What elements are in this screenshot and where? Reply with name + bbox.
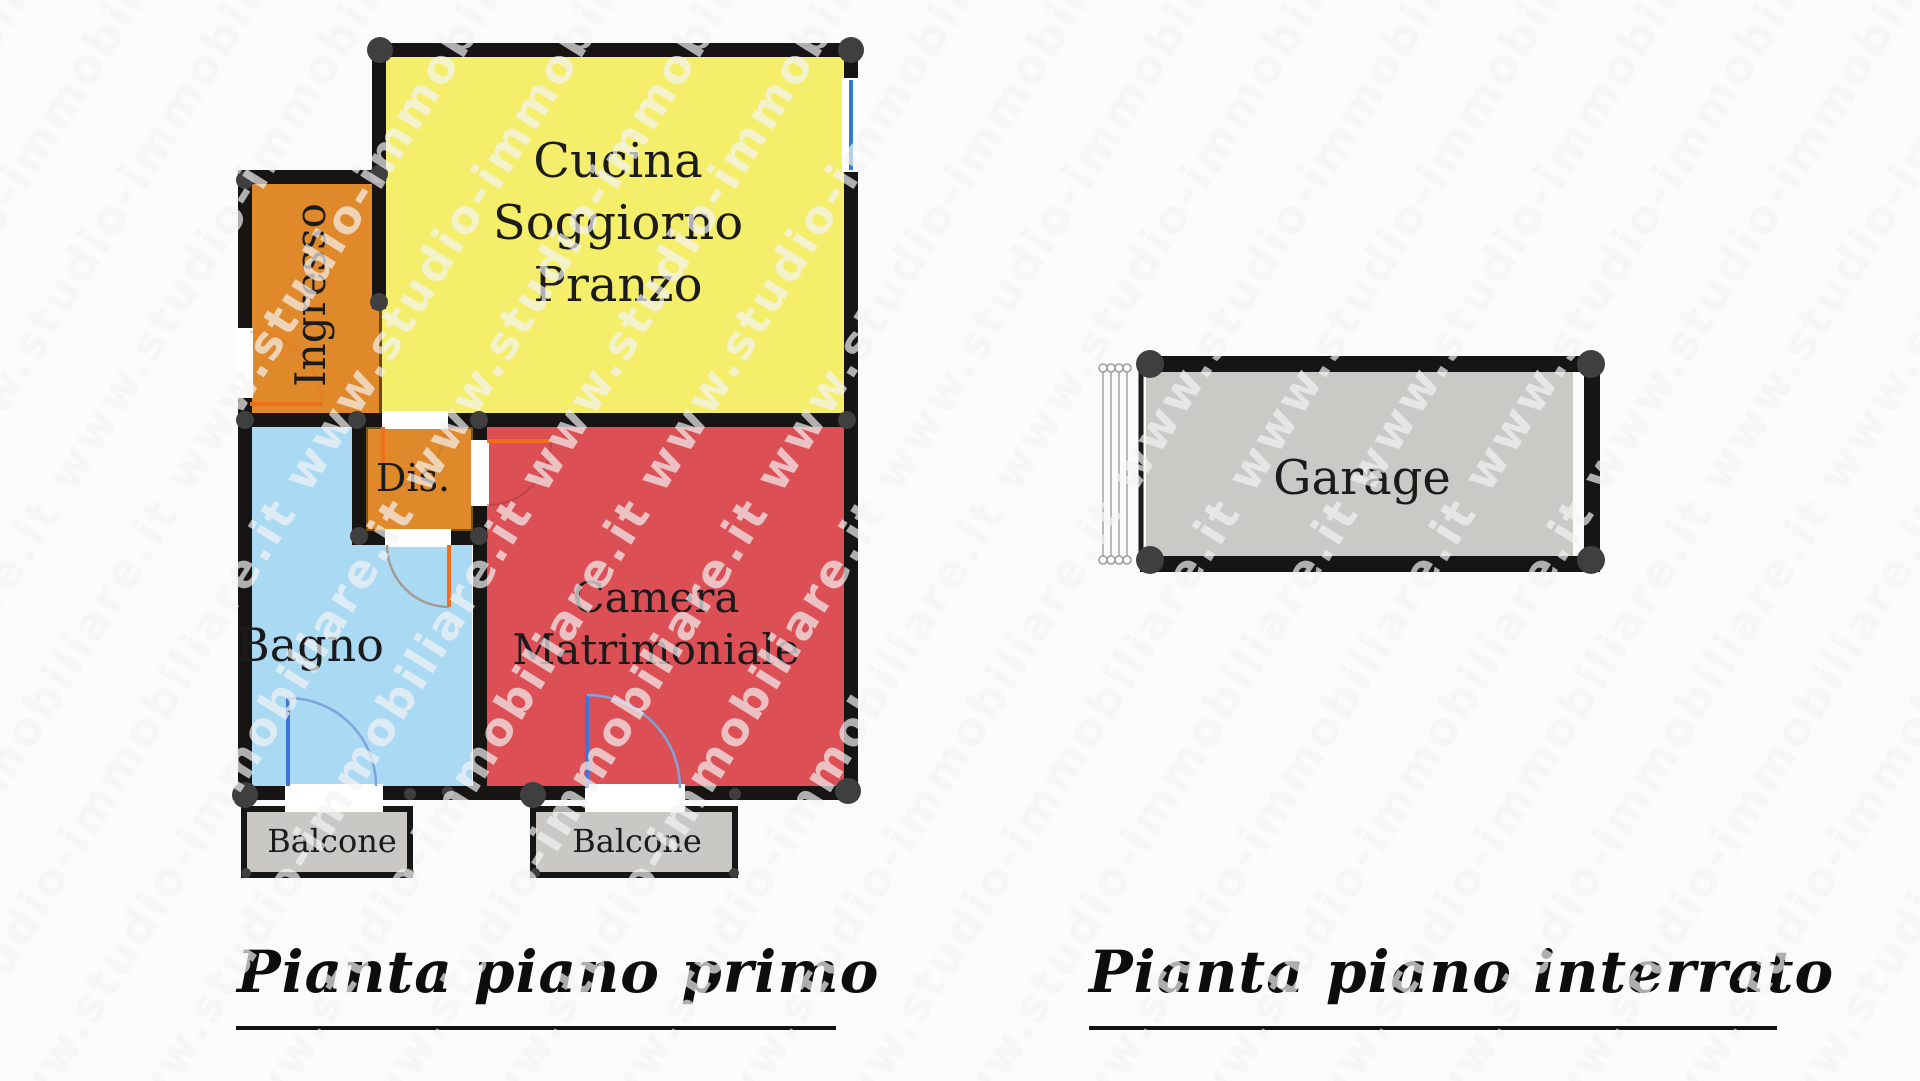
label-ingresso: Ingresso xyxy=(286,203,335,387)
label-line: Pranzo xyxy=(533,257,703,313)
wall-joint-dot xyxy=(729,868,739,878)
wall-joint-dot xyxy=(835,778,861,804)
balcone-1-box xyxy=(241,806,413,878)
label-camera-matrimoniale: Camera Matrimoniale xyxy=(486,572,826,676)
wall-joint-dot xyxy=(729,788,741,800)
wall-joint-dot xyxy=(350,527,368,545)
wall-joint-dot xyxy=(838,411,856,429)
garage-wall-bottom xyxy=(1140,556,1600,572)
wall-top xyxy=(372,43,858,57)
opening-camera-balcone xyxy=(585,784,685,812)
dis-camera-door-swing xyxy=(486,439,552,506)
wall-joint-dot xyxy=(236,171,254,189)
wall-joint-dot xyxy=(348,411,366,429)
wall-joint-dot xyxy=(236,411,254,429)
room-cucina-soggiorno-pranzo xyxy=(378,57,844,413)
wall-joint-dot xyxy=(241,868,251,878)
wall-joint-dot xyxy=(470,411,488,429)
title-underline-interrato xyxy=(1089,1026,1777,1030)
wall-joint-dot xyxy=(470,527,488,545)
wall-joint-dot xyxy=(370,293,388,311)
garage-wall-top xyxy=(1140,356,1600,372)
wall-bottom xyxy=(238,786,858,800)
title-underline-primo xyxy=(236,1026,836,1030)
wall-joint-dot xyxy=(1577,350,1605,378)
label-balcone-1: Balcone xyxy=(267,822,397,860)
wall-joint-dot xyxy=(370,165,388,183)
label-line: Camera xyxy=(572,573,740,622)
label-line: Matrimoniale xyxy=(512,625,800,674)
wall-joint-dot xyxy=(1136,546,1164,574)
label-dis: Dis. xyxy=(375,456,451,500)
dis-bagno-door-swing xyxy=(385,544,451,609)
wall-joint-dot xyxy=(404,868,414,878)
wall-bagno-camera-divider xyxy=(473,413,487,793)
entry-door-swing xyxy=(249,331,323,406)
label-bagno: Bagno xyxy=(236,618,384,672)
label-balcone-2: Balcone xyxy=(572,822,702,860)
opening-dis-top xyxy=(382,411,448,429)
wall-joint-dot xyxy=(404,788,416,800)
wall-joint-dot xyxy=(530,868,540,878)
room-garage xyxy=(1146,372,1573,557)
wall-joint-dot xyxy=(367,37,393,63)
wall-joint-dot xyxy=(442,786,454,798)
opening-dis-camera xyxy=(471,440,489,506)
label-line: Soggiorno xyxy=(492,195,744,251)
opening-bagno-balcone xyxy=(285,784,383,812)
wall-joint-dot xyxy=(232,782,258,808)
wall-dis-left xyxy=(352,421,366,538)
title-pianta-piano-interrato: Pianta piano interrato xyxy=(1089,938,1835,1006)
camera-balcone-door-swing xyxy=(585,693,682,789)
wall-joint-dot xyxy=(1136,350,1164,378)
label-garage: Garage xyxy=(1273,450,1451,506)
bagno-balcone-door-swing xyxy=(286,696,378,787)
wall-joint-dot xyxy=(838,37,864,63)
room-ingresso xyxy=(252,184,382,413)
garage-shutter-door-icon xyxy=(1098,363,1132,565)
opening-entry-door xyxy=(236,328,253,398)
opening-dis-bagno xyxy=(385,529,451,547)
garage-wall-right xyxy=(1584,356,1600,572)
wall-left-lower xyxy=(238,413,252,800)
wall-ingresso-top xyxy=(238,170,379,184)
wall-joint-dot xyxy=(520,782,546,808)
label-cucina-soggiorno-pranzo: Cucina Soggiorno Pranzo xyxy=(408,130,828,316)
room-camera-matrimoniale xyxy=(487,427,844,786)
label-line: Cucina xyxy=(533,133,703,189)
wall-joint-dot xyxy=(1577,546,1605,574)
dis-top-door-swing xyxy=(381,426,446,490)
title-pianta-piano-primo: Pianta piano primo xyxy=(237,938,880,1006)
